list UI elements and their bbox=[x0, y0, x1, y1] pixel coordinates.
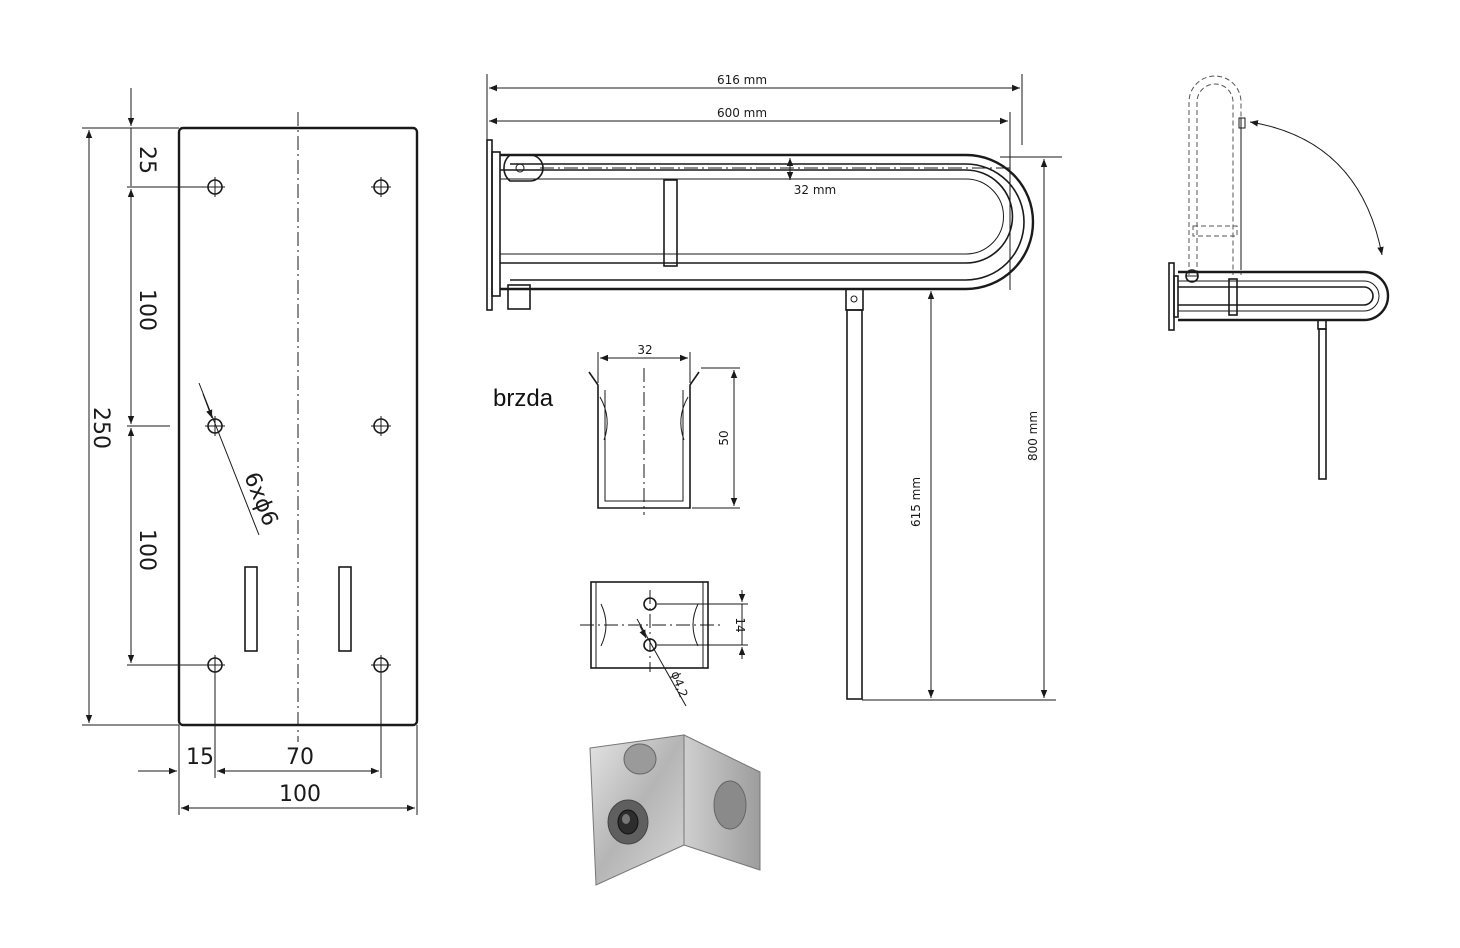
hole bbox=[371, 655, 391, 675]
dim-tube-diameter: 32 mm bbox=[794, 183, 836, 197]
brake-hole bbox=[643, 597, 657, 611]
dim-leg-height: 615 mm bbox=[909, 477, 923, 527]
dim-plate-height: 250 bbox=[88, 407, 113, 449]
dim-rail-length: 600 mm bbox=[717, 106, 767, 120]
slot bbox=[244, 566, 258, 652]
brake-top-view: 14 ϕ4,2 bbox=[580, 581, 748, 707]
support-leg bbox=[846, 309, 863, 700]
brake-front-view: 32 50 bbox=[588, 343, 740, 515]
handrail-side-view: 616 mm 600 mm 32 mm 800 mm 615 mm bbox=[486, 73, 1062, 701]
dim-brake-hole-spacing: 14 bbox=[733, 617, 747, 632]
lowered-rail bbox=[1178, 270, 1390, 322]
dim-overall-length: 616 mm bbox=[717, 73, 767, 87]
slot bbox=[338, 566, 352, 652]
pivot bbox=[515, 163, 525, 173]
dim-total-height: 800 mm bbox=[1026, 411, 1040, 461]
rail-outer bbox=[500, 153, 1035, 291]
dim-plate-width: 100 bbox=[279, 782, 321, 807]
dim-edge-offset: 15 bbox=[186, 745, 214, 770]
hole bbox=[205, 416, 225, 436]
dim-lower-spacing: 100 bbox=[134, 529, 159, 571]
brake-hole bbox=[643, 638, 657, 652]
hole bbox=[371, 177, 391, 197]
wall-plate-drawing: 25 100 250 100 6xϕ6 15 70 100 bbox=[82, 88, 419, 815]
dim-upper-spacing: 100 bbox=[134, 289, 159, 331]
brake-bracket-photo bbox=[589, 734, 761, 886]
stay-bar bbox=[663, 179, 678, 267]
curved-arrow-icon bbox=[1249, 120, 1384, 256]
dim-brake-hole-diameter: ϕ4,2 bbox=[668, 669, 690, 699]
dim-brake-width: 32 bbox=[637, 343, 652, 357]
support-leg bbox=[1318, 328, 1327, 480]
mounting-holes bbox=[205, 177, 391, 675]
mount-block bbox=[507, 284, 531, 310]
hole bbox=[371, 416, 391, 436]
brake-label: brzda bbox=[493, 385, 554, 412]
dim-top-offset: 25 bbox=[134, 146, 159, 174]
handrail-folding-view bbox=[1168, 75, 1390, 480]
leg-joint bbox=[845, 288, 864, 311]
rail-inner bbox=[500, 169, 1014, 264]
dim-brake-height: 50 bbox=[717, 430, 731, 445]
dim-hole-spacing: 70 bbox=[286, 745, 314, 770]
